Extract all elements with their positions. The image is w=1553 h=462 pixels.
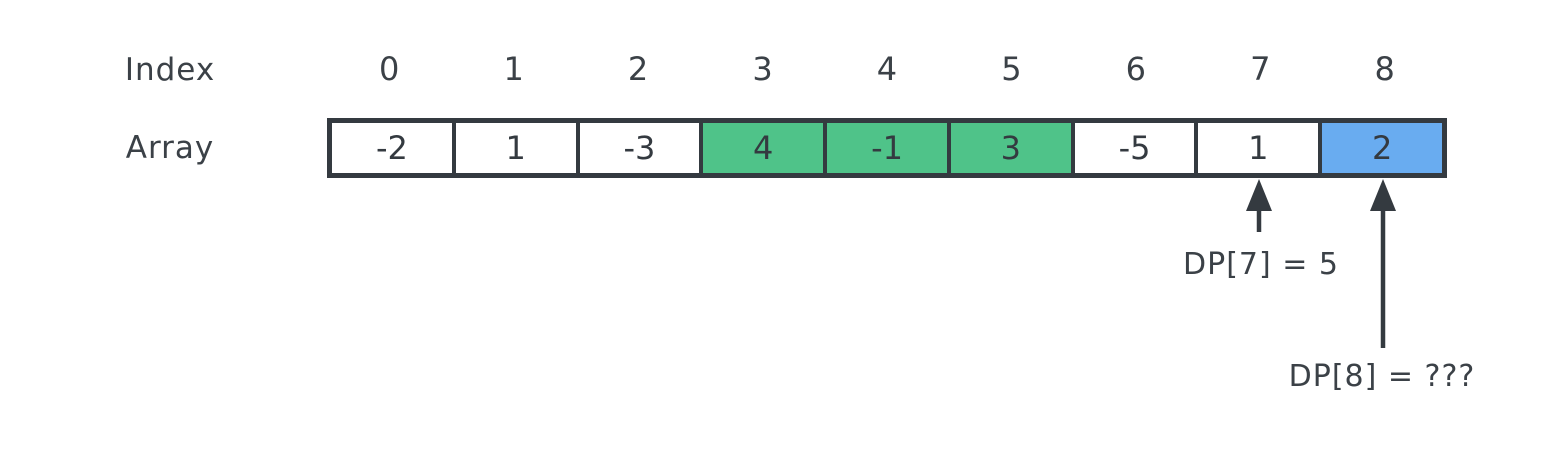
array-cell-3: 4 (703, 123, 828, 173)
index-number: 1 (503, 50, 524, 88)
dp7-annotation-label: DP[7] = 5 (1183, 247, 1339, 282)
index-number: 7 (1250, 50, 1271, 88)
index-number: 5 (1001, 50, 1022, 88)
index-number: 6 (1125, 50, 1147, 88)
index-row-label: Index (124, 52, 216, 88)
array-cell-2: -3 (579, 123, 704, 173)
dp8-annotation-label: DP[8] = ??? (1288, 359, 1476, 394)
array-cell-8: 2 (1322, 123, 1443, 173)
index-number: 8 (1374, 50, 1395, 88)
array-box: -2 1 -3 4 -1 3 -5 1 2 (327, 118, 1447, 178)
index-number: 2 (627, 50, 649, 88)
array-row-label: Array (125, 130, 215, 166)
index-number: 4 (876, 50, 898, 88)
array-cell-6: -5 (1074, 123, 1199, 173)
array-cell-4: -1 (827, 123, 951, 173)
array-cell-7: 1 (1198, 123, 1323, 173)
array-cell-0: -2 (332, 123, 456, 173)
index-number: 3 (752, 50, 773, 88)
dp7-arrow (1246, 179, 1272, 232)
index-number: 0 (379, 50, 400, 88)
array-cell-1: 1 (455, 123, 580, 173)
index-digits-row: 0 1 2 3 4 5 6 7 8 (327, 50, 1447, 88)
array-cell-5: 3 (950, 123, 1075, 173)
